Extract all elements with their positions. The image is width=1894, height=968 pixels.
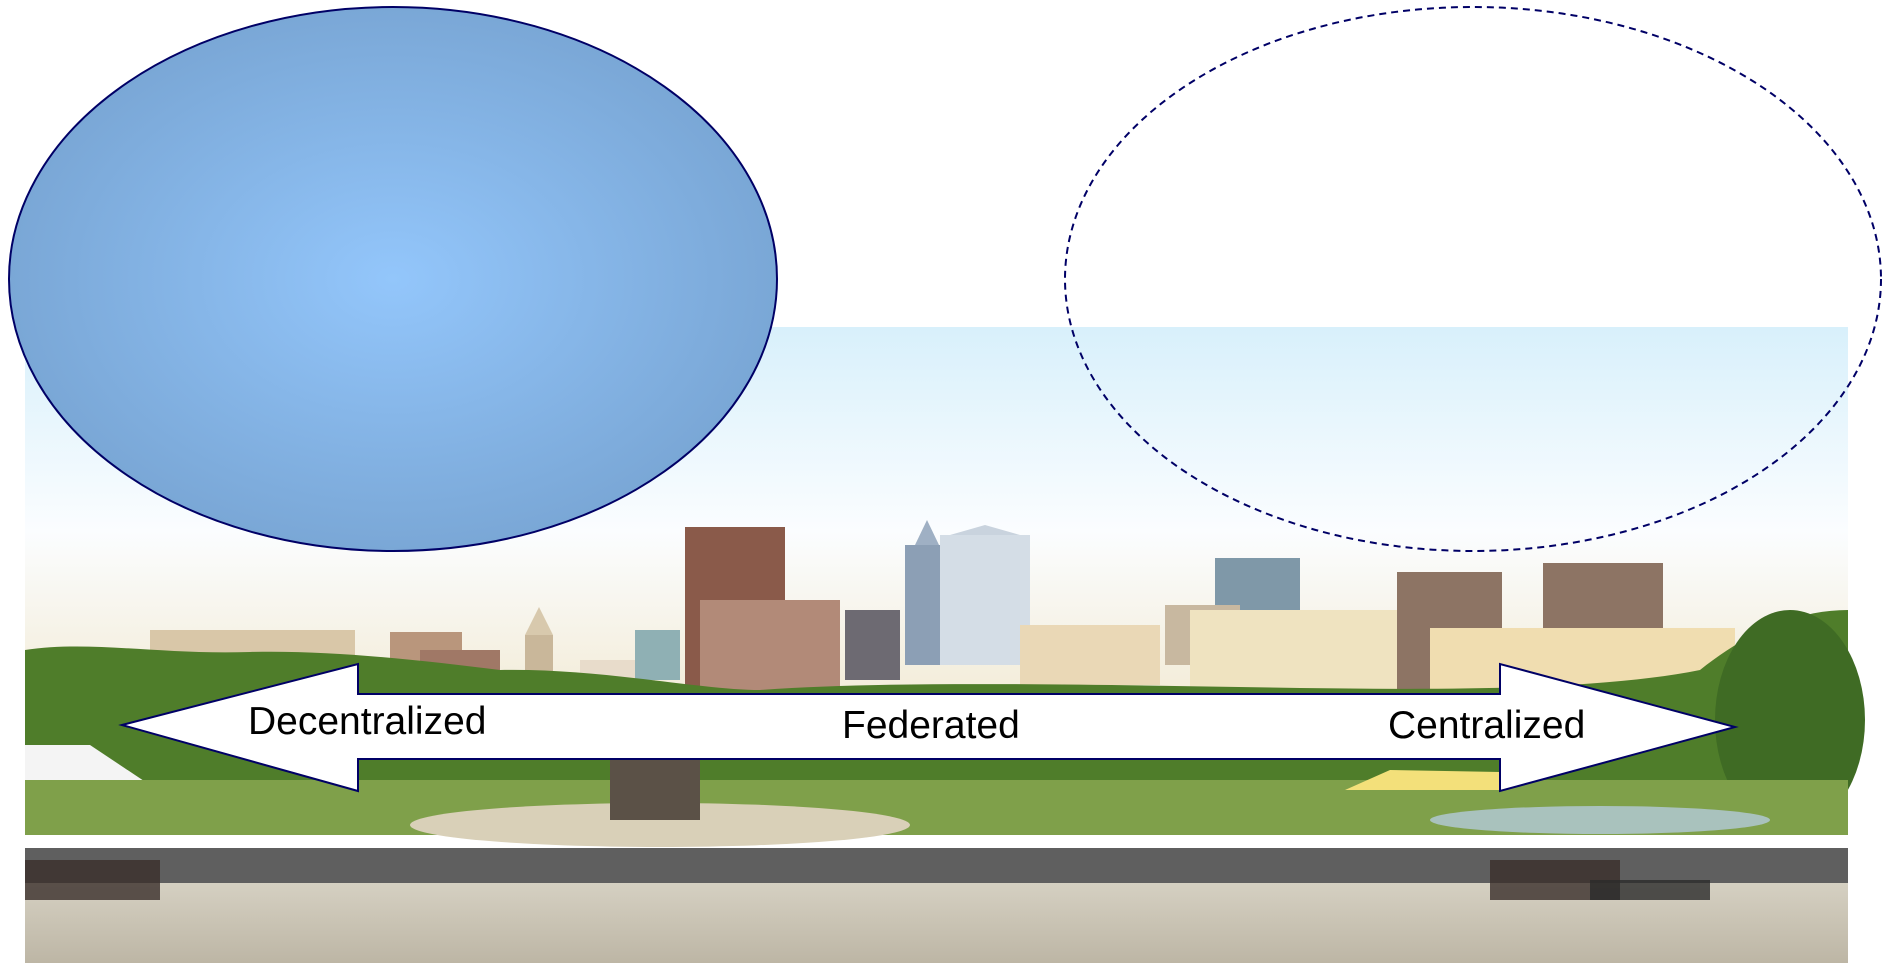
building <box>940 535 1030 665</box>
monument <box>610 760 700 820</box>
centralized-label: Centralized <box>1388 704 1586 747</box>
striped-tent <box>1345 770 1500 790</box>
equipment <box>1590 880 1710 900</box>
spire <box>915 520 939 545</box>
building <box>1190 610 1405 700</box>
left-ellipse <box>8 6 778 552</box>
city-hall-top <box>525 607 553 635</box>
federated-label: Federated <box>842 704 1020 747</box>
building <box>635 630 680 680</box>
spire <box>950 525 1020 535</box>
building <box>1020 625 1160 685</box>
tree <box>1715 610 1865 830</box>
decentralized-label: Decentralized <box>248 700 487 743</box>
tent <box>25 745 150 785</box>
building <box>845 610 900 680</box>
monument-plaza <box>410 803 910 847</box>
building <box>700 600 840 695</box>
equipment <box>25 860 160 900</box>
right-dashed-ellipse <box>1064 6 1882 552</box>
spectrum-arrow <box>118 662 1739 793</box>
fountain <box>1430 806 1770 834</box>
